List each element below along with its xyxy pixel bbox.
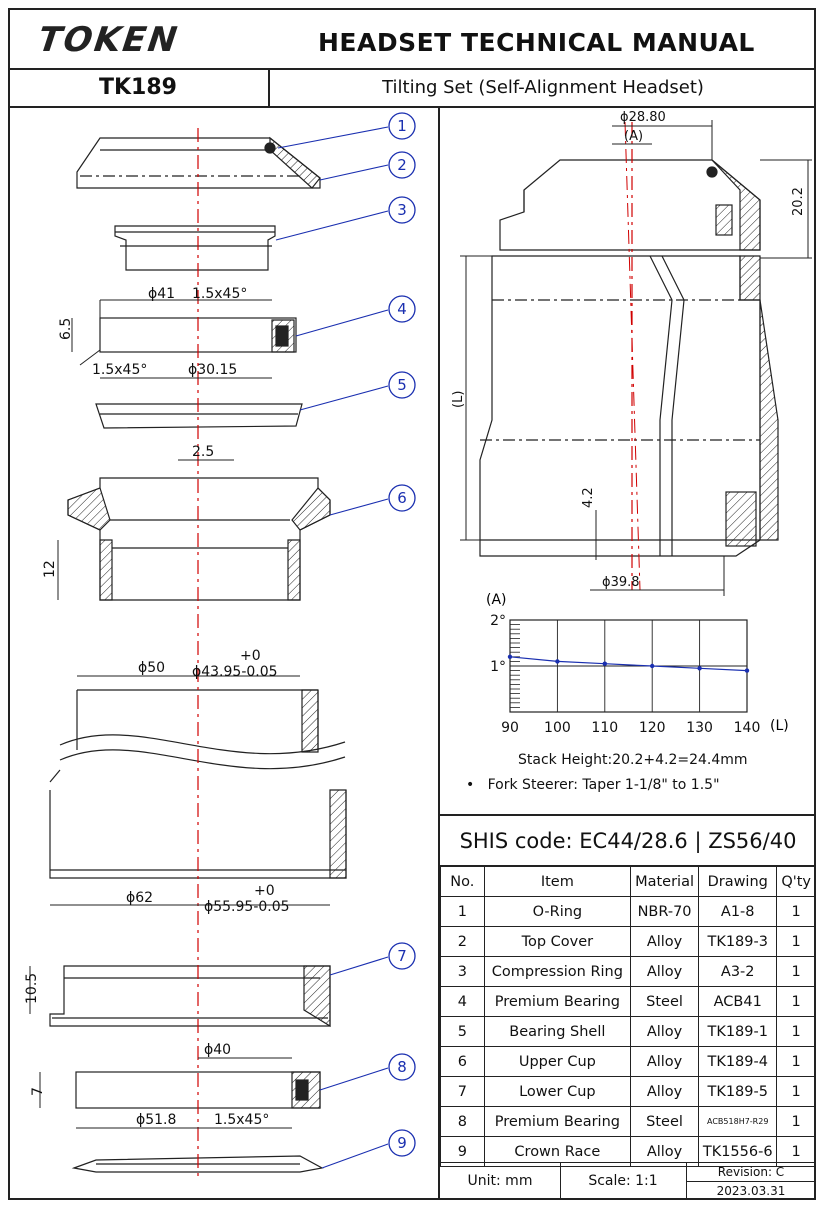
- row-no: 8: [440, 1106, 485, 1137]
- row-item: O-Ring: [483, 896, 632, 927]
- shis-code: SHIS code: EC44/28.6 | ZS56/40: [440, 814, 816, 866]
- row-qty: 1: [776, 1106, 816, 1137]
- row-item: Lower Cup: [483, 1076, 632, 1107]
- revision-date: 2023.03.31: [716, 1184, 786, 1198]
- row-drawing: TK189-5: [698, 1076, 778, 1107]
- row-item: Upper Cup: [483, 1046, 632, 1077]
- row-item: Bearing Shell: [483, 1016, 632, 1047]
- row-drawing: A3-2: [698, 956, 778, 987]
- row-item: Compression Ring: [483, 956, 632, 987]
- row-no: 2: [440, 926, 485, 957]
- row-drawing: ACB41: [698, 986, 778, 1017]
- col-no: No.: [440, 866, 485, 897]
- row-qty: 1: [776, 1016, 816, 1047]
- row-drawing: TK1556-6: [698, 1136, 778, 1167]
- header: TOKEN HEADSET TECHNICAL MANUAL: [8, 8, 816, 70]
- col-item: Item: [483, 866, 632, 897]
- page-title: HEADSET TECHNICAL MANUAL: [318, 28, 755, 57]
- column-divider: [438, 108, 440, 1200]
- row-no: 1: [440, 896, 485, 927]
- row-item: Top Cover: [483, 926, 632, 957]
- model-number: TK189: [8, 70, 270, 106]
- scale-label: Scale: 1:1: [560, 1163, 687, 1200]
- row-drawing: ACB518H7-R29: [698, 1106, 778, 1137]
- unit-label: Unit: mm: [440, 1163, 561, 1200]
- row-material: Alloy: [630, 956, 700, 987]
- logo-text: TOKEN: [32, 22, 185, 56]
- row-qty: 1: [776, 1076, 816, 1107]
- row-qty: 1: [776, 986, 816, 1017]
- row-material: Alloy: [630, 1016, 700, 1047]
- row-qty: 1: [776, 926, 816, 957]
- bullet: •: [466, 777, 475, 793]
- row-material: Alloy: [630, 1046, 700, 1077]
- row-no: 6: [440, 1046, 485, 1077]
- stack-height-note: Stack Height:20.2+4.2=24.4mm: [518, 752, 748, 768]
- row-no: 3: [440, 956, 485, 987]
- row-material: Steel: [630, 1106, 700, 1137]
- revision-label: Revision: C: [686, 1163, 816, 1182]
- row-qty: 1: [776, 1046, 816, 1077]
- drawing-frame: [8, 8, 816, 1200]
- row-material: NBR-70: [630, 896, 700, 927]
- row-no: 7: [440, 1076, 485, 1107]
- col-qty: Q'ty: [776, 866, 816, 897]
- row-no: 5: [440, 1016, 485, 1047]
- title-block-footer: Unit: mm Scale: 1:1 Revision: C 2023.03.…: [440, 1162, 816, 1200]
- row-drawing: TK189-3: [698, 926, 778, 957]
- token-logo: TOKEN: [32, 22, 185, 56]
- row-item: Premium Bearing: [483, 986, 632, 1017]
- model-description: Tilting Set (Self-Alignment Headset): [382, 77, 704, 98]
- fork-steerer-note: • Fork Steerer: Taper 1-1/8" to 1.5": [466, 777, 720, 793]
- row-drawing: TK189-1: [698, 1016, 778, 1047]
- row-qty: 1: [776, 896, 816, 927]
- fork-steerer-text: Fork Steerer: Taper 1-1/8" to 1.5": [487, 777, 720, 793]
- subheader: TK189 Tilting Set (Self-Alignment Headse…: [8, 70, 816, 108]
- row-item: Premium Bearing: [483, 1106, 632, 1137]
- row-item: Crown Race: [483, 1136, 632, 1167]
- parts-table-header: No. Item Material Drawing Q'ty: [440, 866, 816, 897]
- col-material: Material: [630, 866, 700, 897]
- row-qty: 1: [776, 956, 816, 987]
- col-drawing: Drawing: [698, 866, 778, 897]
- row-drawing: TK189-4: [698, 1046, 778, 1077]
- row-material: Alloy: [630, 926, 700, 957]
- row-material: Alloy: [630, 1076, 700, 1107]
- row-qty: 1: [776, 1136, 816, 1167]
- row-no: 9: [440, 1136, 485, 1167]
- row-material: Steel: [630, 986, 700, 1017]
- row-no: 4: [440, 986, 485, 1017]
- row-drawing: A1-8: [698, 896, 778, 927]
